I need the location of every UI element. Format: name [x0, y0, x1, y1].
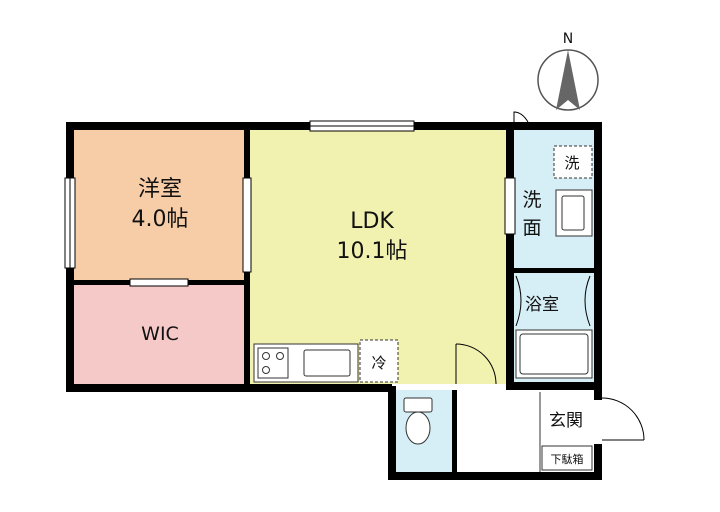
- western-room-size: 4.0帖: [132, 207, 189, 232]
- windows: [64, 120, 603, 444]
- western-room-name: 洋室: [138, 177, 182, 202]
- washer-outline: [553, 145, 593, 179]
- bathroom-name: 浴室: [525, 295, 559, 315]
- ldk-name: LDK: [350, 209, 394, 234]
- entrance-name: 玄関: [549, 411, 583, 431]
- wic-fill: [70, 282, 248, 388]
- wash-basin: [555, 189, 593, 237]
- ldk-size: 10.1帖: [337, 239, 408, 264]
- bath-door: [515, 275, 591, 327]
- washroom-name-line2: 面: [522, 217, 541, 239]
- shoe-box-label: 下駄箱: [551, 452, 584, 466]
- washroom-top-door: [513, 111, 529, 123]
- shoe-box-outline: [541, 445, 593, 471]
- entrance-door-swing: [601, 397, 645, 441]
- compass: N: [537, 31, 599, 111]
- ldk-door-swing: [455, 343, 497, 385]
- fridge-outline: [359, 339, 399, 383]
- compass-north-label: N: [563, 31, 573, 47]
- wic-name: WIC: [141, 323, 179, 345]
- kitchen-counter: [253, 343, 359, 383]
- fridge-label: 冷: [371, 354, 386, 372]
- compass-needle-icon: [556, 50, 580, 110]
- washroom-name-line1: 洗: [522, 189, 541, 211]
- bathtub: [515, 329, 593, 379]
- washer-label: 洗: [564, 154, 579, 172]
- western-room-fill: [70, 126, 248, 282]
- toilet-fixture: [403, 397, 433, 445]
